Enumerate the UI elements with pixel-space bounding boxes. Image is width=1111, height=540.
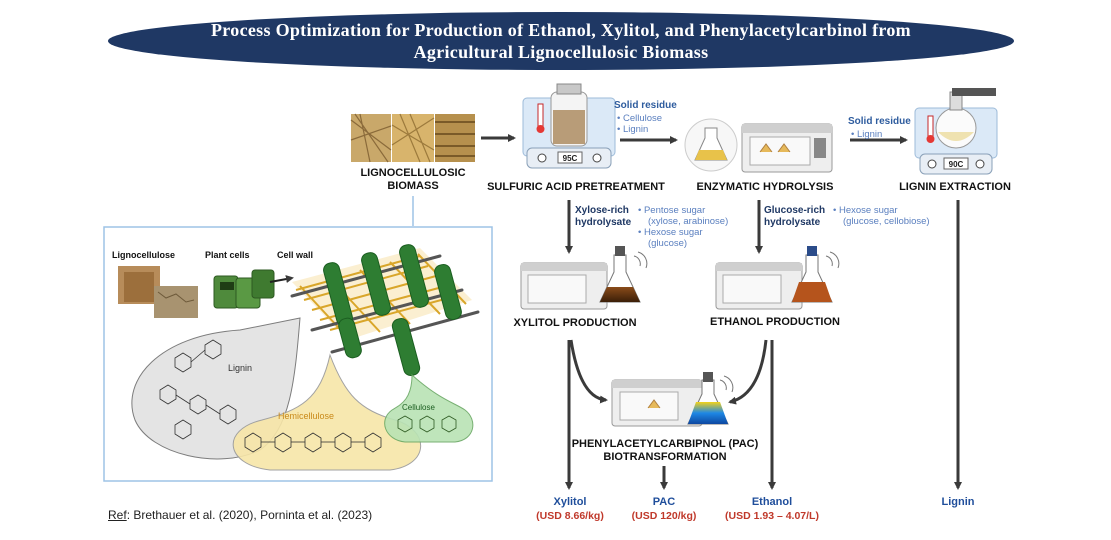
step-xylitol-production-label: XYLITOL PRODUCTION bbox=[513, 317, 637, 329]
glucose-line-2: hydrolysate bbox=[764, 217, 821, 228]
extract-temp-display: 90C bbox=[949, 160, 964, 169]
xylitol-bioreactor bbox=[520, 246, 648, 310]
xylose-line-2: hydrolysate bbox=[575, 217, 632, 228]
output-xylitol-price: (USD 8.66/kg) bbox=[536, 510, 604, 522]
inset-lignocellulose-photos bbox=[118, 266, 198, 318]
reference-text: Ref: Brethauer et al. (2020), Pornintа e… bbox=[108, 508, 372, 522]
output-ethanol-name: Ethanol bbox=[751, 496, 793, 508]
output-pac-name: PAC bbox=[652, 496, 676, 508]
pretreat-temp-display: 95C bbox=[563, 154, 578, 163]
glucose-hydrolysate-label: Glucose-rich hydrolysate bbox=[764, 205, 825, 229]
biomass-line-1: LIGNOCELLULOSIC bbox=[360, 167, 466, 179]
output-xylitol-name: Xylitol bbox=[553, 496, 587, 508]
glucose-line-1: Glucose-rich bbox=[764, 205, 826, 216]
step-biomass-label: LIGNOCELLULOSIC BIOMASS bbox=[353, 167, 473, 193]
pac-line-2: BIOTRANSFORMATION bbox=[603, 451, 727, 463]
inset-lignocellulose-label: Lignocellulose bbox=[112, 250, 176, 260]
solid-residue-1-heading: Solid residue bbox=[614, 100, 677, 111]
biomass-image bbox=[350, 113, 475, 163]
inset-cellulose-label: Cellulose bbox=[402, 403, 435, 412]
step-pretreatment-label: SULFURIC ACID PRETREATMENT bbox=[487, 181, 665, 193]
xylose-sugar-1: • Pentose sugar bbox=[638, 205, 706, 216]
xylose-sugar-2-detail: (glucose) bbox=[648, 238, 688, 249]
pac-bioreactor bbox=[611, 372, 734, 427]
glucose-sugar-1: • Hexose sugar bbox=[833, 205, 898, 216]
inset-plant-cells bbox=[213, 269, 294, 309]
output-ethanol-price: (USD 1.93 – 4.07/L) bbox=[725, 510, 819, 522]
xylose-line-1: Xylose-rich bbox=[575, 205, 629, 216]
inset-cellulose-bubble bbox=[384, 373, 474, 443]
hydrolysis-equipment bbox=[684, 118, 833, 173]
glucose-sugar-1-detail: (glucose, cellobiose) bbox=[843, 216, 930, 227]
step-ethanol-production-label: ETHANOL PRODUCTION bbox=[710, 316, 840, 328]
biomass-line-2: BIOMASS bbox=[387, 180, 439, 192]
xylose-sugar-1-detail: (xylose, arabinose) bbox=[648, 216, 729, 227]
solid-residue-1-item-2: • Lignin bbox=[617, 124, 649, 135]
reference-prefix: Ref bbox=[108, 508, 127, 522]
inset-lignin-label: Lignin bbox=[228, 363, 253, 373]
solid-residue-2-item-1: • Lignin bbox=[851, 129, 883, 140]
inset-hemicellulose-bubble bbox=[232, 353, 422, 471]
title-line-1: Process Optimization for Production of E… bbox=[211, 20, 911, 40]
ethanol-bioreactor bbox=[715, 246, 840, 310]
lignin-extraction-apparatus: 90C bbox=[914, 88, 998, 175]
inset-cell-wall-lattice bbox=[290, 244, 480, 377]
title-line-2: Agricultural Lignocellulosic Biomass bbox=[413, 42, 709, 62]
reference-citations: : Brethauer et al. (2020), Pornintа et a… bbox=[126, 508, 373, 522]
output-pac-price: (USD 120/kg) bbox=[631, 510, 697, 522]
inset-cell-wall-label: Cell wall bbox=[277, 250, 314, 260]
solid-residue-2-heading: Solid residue bbox=[848, 116, 911, 127]
process-arrows bbox=[481, 134, 962, 490]
step-hydrolysis-label: ENZYMATIC HYDROLYSIS bbox=[696, 181, 834, 193]
inset-plant-cells-label: Plant cells bbox=[205, 250, 250, 260]
step-lignin-extraction-label: LIGNIN EXTRACTION bbox=[899, 181, 1011, 193]
inset-hemicellulose-label: Hemicellulose bbox=[278, 411, 335, 421]
step-pac-label: PHENYLACETYLCARBIPNOL (PAC) BIOTRANSFORM… bbox=[560, 438, 770, 464]
output-lignin-name: Lignin bbox=[941, 496, 975, 508]
pretreatment-reactor: 95C bbox=[522, 83, 616, 169]
xylose-hydrolysate-label: Xylose-rich hydrolysate bbox=[575, 205, 631, 229]
pac-line-1: PHENYLACETYLCARBIPNOL (PAC) bbox=[571, 438, 759, 450]
title-banner: Process Optimization for Production of E… bbox=[108, 12, 1014, 70]
xylose-sugar-2: • Hexose sugar bbox=[638, 227, 703, 238]
solid-residue-1-item-1: • Cellulose bbox=[617, 113, 663, 124]
